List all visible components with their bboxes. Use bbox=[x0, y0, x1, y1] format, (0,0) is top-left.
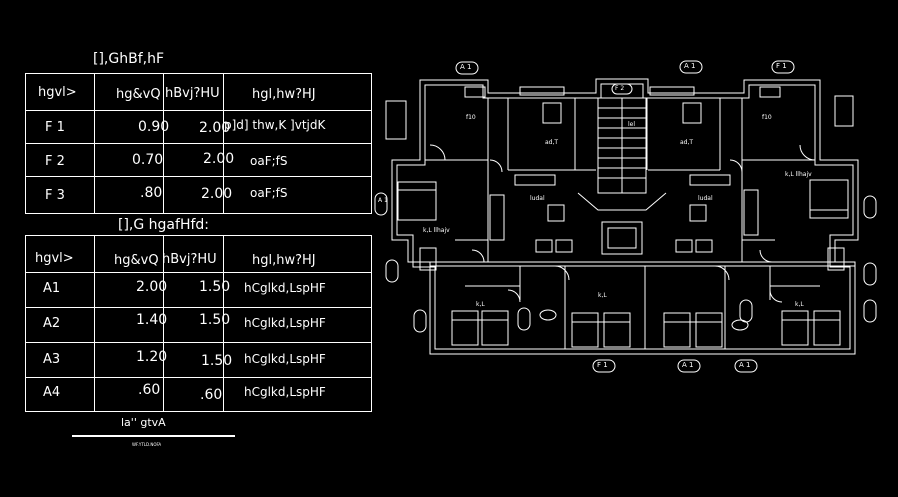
axis-label: F 1 bbox=[776, 62, 787, 70]
table2-cell: 1.50 bbox=[201, 353, 233, 369]
room-label: ludal bbox=[698, 195, 713, 202]
table2-cell: hCglkd,LspHF bbox=[244, 281, 326, 295]
table1-cell: 0.90 bbox=[138, 119, 170, 135]
footer-label: la'' gtvA bbox=[121, 416, 166, 429]
axis-label: F 2 bbox=[615, 85, 625, 92]
footer-sublabel: WF.YTLD.NOFA bbox=[132, 442, 162, 447]
room-label: ludal bbox=[530, 195, 545, 202]
table1-cell: 2.00 bbox=[201, 186, 233, 202]
table1-cell: F 3 bbox=[45, 188, 65, 203]
axis-label: A 1 bbox=[460, 63, 472, 71]
table2-header-2: hg&vQ bbox=[114, 253, 159, 268]
table1-cell: F 1 bbox=[45, 120, 65, 135]
axis-label: A 1 bbox=[378, 197, 388, 204]
table1-cell: 2.00 bbox=[199, 120, 231, 136]
table2-header-4: hgl,hw?HJ bbox=[252, 253, 316, 268]
room-label: k,L llhajv bbox=[785, 171, 812, 178]
table1-cell: F 2 bbox=[45, 154, 65, 169]
table1-cell: 0.70 bbox=[132, 152, 164, 168]
table1-cell: 2.00 bbox=[203, 151, 235, 167]
table1 bbox=[25, 73, 372, 214]
room-label: k,L bbox=[795, 301, 804, 308]
table1-header-3: hBvj?HU bbox=[165, 86, 220, 101]
table2-cell: A2 bbox=[43, 316, 61, 331]
table1-title: [],GhBf,hF bbox=[93, 51, 165, 67]
room-label: f10 bbox=[762, 114, 772, 121]
axis-label: F 1 bbox=[597, 361, 608, 369]
room-label: ad,T bbox=[545, 139, 559, 146]
table2-cell: hCglkd,LspHF bbox=[244, 316, 326, 330]
table2-cell: 1.40 bbox=[136, 312, 168, 328]
table1-header-4: hgl,hw?HJ bbox=[252, 87, 316, 102]
room-label: ad,T bbox=[680, 139, 694, 146]
room-label: k,L bbox=[476, 301, 485, 308]
axis-label: A 1 bbox=[739, 361, 751, 369]
table2-cell: A4 bbox=[43, 385, 61, 400]
table2-cell: 1.50 bbox=[199, 312, 231, 328]
table1-header-1: hgvl> bbox=[38, 85, 77, 100]
table2-cell: hCglkd,LspHF bbox=[244, 352, 326, 366]
table2-cell: A3 bbox=[43, 352, 61, 367]
table2-cell: .60 bbox=[138, 382, 161, 398]
table1-cell: oaF;fS bbox=[250, 186, 288, 200]
footer-underline bbox=[72, 435, 235, 437]
table2 bbox=[25, 235, 372, 412]
table1-cell: .80 bbox=[140, 185, 163, 201]
table2-cell: A1 bbox=[43, 281, 61, 296]
room-label: lel bbox=[628, 121, 636, 128]
table1-header-2: hg&vQ bbox=[116, 87, 161, 102]
table2-title: [],G hgafHfd: bbox=[118, 217, 209, 233]
table2-cell: 1.50 bbox=[199, 279, 231, 295]
table1-cell: oaF;fS bbox=[250, 154, 288, 168]
room-label: k,L llhajv bbox=[423, 227, 450, 234]
room-label: f10 bbox=[466, 114, 476, 121]
table2-cell: hCglkd,LspHF bbox=[244, 385, 326, 399]
axis-label: A 1 bbox=[684, 62, 696, 70]
table2-header-3: hBvj?HU bbox=[162, 252, 217, 267]
axis-label: A 1 bbox=[682, 361, 694, 369]
table2-header-1: hgvl> bbox=[35, 251, 74, 266]
table1-cell: p]d] thw,K ]vtjdK bbox=[224, 118, 326, 132]
room-label: k,L bbox=[598, 292, 607, 299]
table2-cell: .60 bbox=[200, 387, 223, 403]
table2-cell: 2.00 bbox=[136, 279, 168, 295]
table2-cell: 1.20 bbox=[136, 349, 168, 365]
